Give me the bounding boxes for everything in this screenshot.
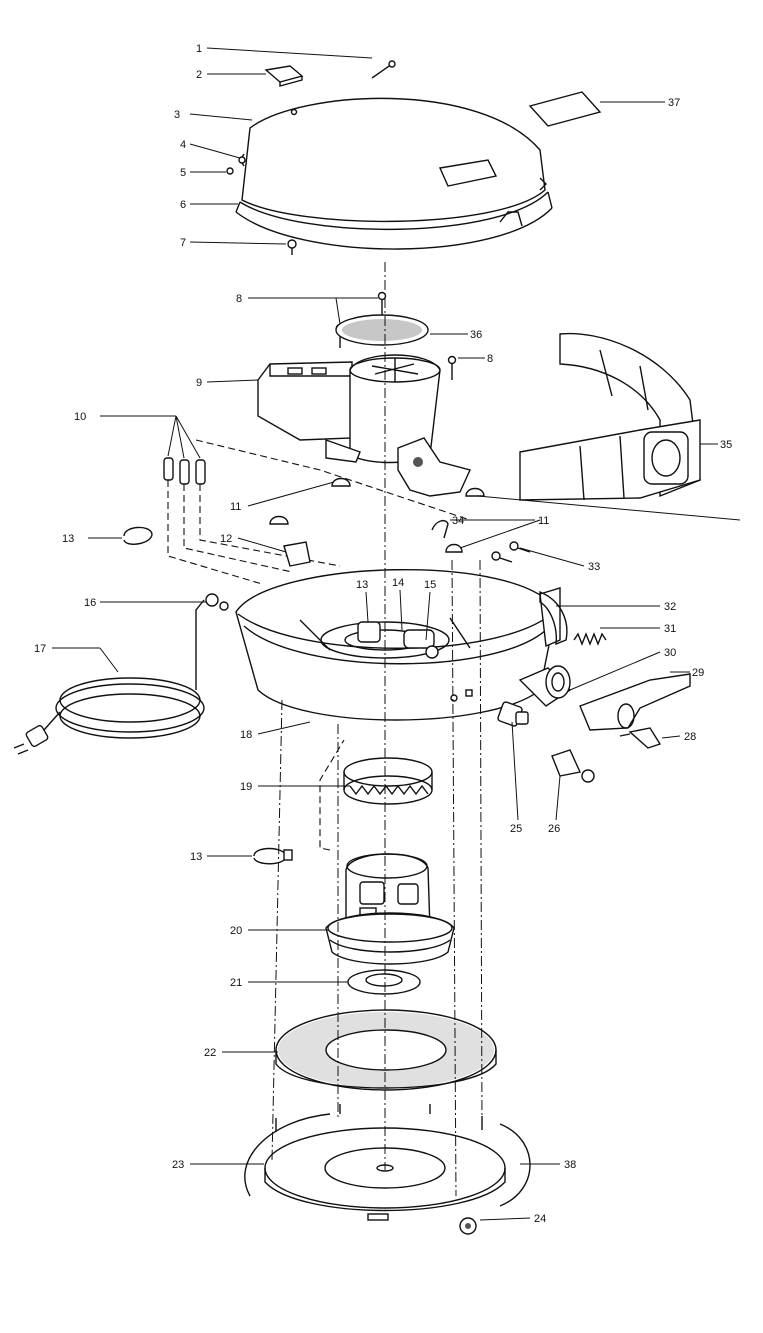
part-19-ring	[343, 757, 433, 805]
label-16: 16	[84, 597, 96, 609]
label-25: 25	[510, 823, 522, 835]
label-31: 31	[664, 623, 676, 635]
label-8-right: 8	[487, 353, 493, 365]
label-26: 26	[548, 823, 560, 835]
label-23: 23	[172, 1159, 184, 1171]
label-34: 34	[452, 515, 464, 527]
label-12: 12	[220, 533, 232, 545]
label-9: 9	[196, 377, 202, 389]
part-37-label	[528, 91, 602, 127]
label-36: 36	[470, 329, 482, 341]
label-32: 32	[664, 601, 676, 613]
part-17-power-cord	[13, 593, 229, 755]
label-29: 29	[692, 667, 704, 679]
part-3-lid	[235, 97, 553, 250]
label-4: 4	[180, 139, 186, 151]
part-13-clamp-top	[123, 526, 153, 545]
label-11-left: 11	[230, 501, 241, 513]
label-35: 35	[720, 439, 732, 451]
part-34-clip	[431, 519, 449, 539]
part-12-bracket	[283, 541, 311, 567]
label-1: 1	[196, 43, 202, 55]
label-7: 7	[180, 237, 186, 249]
label-22: 22	[204, 1047, 216, 1059]
label-6: 6	[180, 199, 186, 211]
part-13-clamp-middle	[253, 847, 293, 865]
part-28-clip	[619, 727, 662, 749]
label-21: 21	[230, 977, 242, 989]
part-22-foam-ring	[275, 1009, 497, 1091]
part-29-nozzle	[579, 673, 691, 731]
part-4-clip	[238, 156, 246, 164]
label-30: 30	[664, 647, 676, 659]
label-13-bottom: 13	[190, 851, 202, 863]
part-32-handle	[539, 590, 568, 646]
part-36-filter-disc	[335, 314, 429, 346]
label-13-middle: 13	[356, 579, 368, 591]
label-2: 2	[196, 69, 202, 81]
part-21-gasket	[347, 969, 421, 995]
part-10-wire-connectors	[163, 439, 471, 585]
label-8-top: 8	[236, 293, 242, 305]
label-3: 3	[174, 109, 180, 121]
label-37: 37	[668, 97, 680, 109]
label-10: 10	[74, 411, 86, 423]
label-19: 19	[240, 781, 252, 793]
label-24: 24	[534, 1213, 546, 1225]
part-33-screws	[491, 541, 531, 563]
label-15: 15	[424, 579, 436, 591]
label-33: 33	[588, 561, 600, 573]
part-11-caps	[269, 477, 485, 553]
part-5-screw	[226, 167, 234, 175]
label-18: 18	[240, 729, 252, 741]
part-31-spring	[573, 632, 607, 646]
part-1-pin	[371, 60, 396, 79]
part-24-caster	[459, 1217, 477, 1235]
label-28: 28	[684, 731, 696, 743]
part-7-screw	[287, 239, 297, 255]
part-20-motor	[319, 739, 455, 965]
part-number-labels: 1 2 3 4 5 6 7 37 8 36 8 9 10 35 11 11 34…	[34, 43, 732, 1225]
part-30-inlet	[518, 665, 572, 707]
part-35-filter-belt	[519, 332, 701, 501]
part-38-bumper	[244, 1113, 531, 1207]
label-20: 20	[230, 925, 242, 937]
label-14: 14	[392, 577, 404, 589]
label-17: 17	[34, 643, 46, 655]
part-18-motor-pan	[235, 569, 561, 721]
part-26-latch	[551, 749, 595, 783]
label-11-right: 11	[538, 515, 549, 527]
label-13-top: 13	[62, 533, 74, 545]
leader-lines	[52, 47, 741, 1221]
part-2-knob	[264, 65, 304, 87]
part-25-switch	[497, 701, 529, 727]
part-9-switch-housing	[257, 354, 471, 497]
label-38: 38	[564, 1159, 576, 1171]
label-5: 5	[180, 167, 186, 179]
